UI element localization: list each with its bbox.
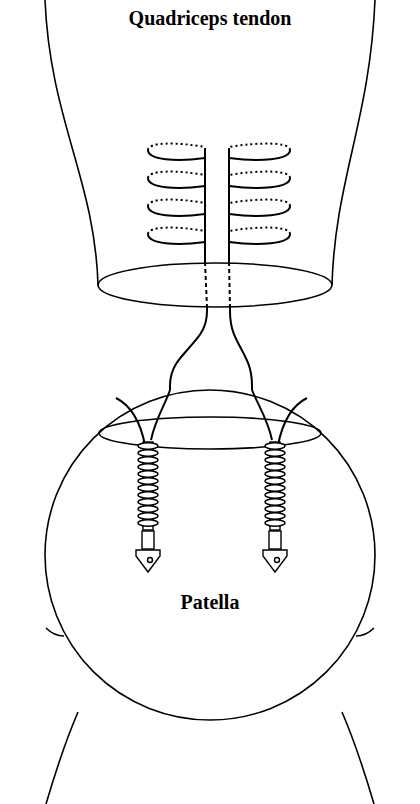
anchor-thread: [138, 506, 158, 512]
patella-upper-pole: [99, 417, 321, 449]
suture-hidden: [229, 262, 230, 307]
stitch-loop-hidden: [148, 200, 205, 206]
anchor-thread: [138, 520, 158, 526]
stitch-loop: [229, 206, 290, 216]
structure-label-text: Quadriceps tendon: [126, 7, 295, 29]
anchor-thread: [265, 513, 285, 519]
anchor-tip: [136, 550, 160, 572]
suture-anchor: [263, 442, 287, 572]
anchor-eyelet: [142, 531, 154, 549]
anchor-thread: [138, 443, 158, 449]
stitch-loop-hidden: [229, 172, 290, 178]
anchor-thread: [265, 492, 285, 498]
anchor-eyelet: [269, 531, 281, 549]
stitch-loop: [229, 150, 290, 160]
anchor-thread: [265, 450, 285, 456]
suture: [252, 390, 272, 440]
patellar-tendon-outline: [342, 712, 374, 804]
anchor-thread: [138, 471, 158, 477]
tendon-cut-end: [98, 263, 332, 307]
suture-strand: [170, 307, 207, 390]
stitch-loop: [148, 178, 205, 188]
anchor-thread: [138, 513, 158, 519]
anchor-thread: [265, 485, 285, 491]
stitch-loop-hidden: [148, 172, 205, 178]
patella-region: Patella: [45, 390, 375, 720]
patellar-tendon-outline: [46, 712, 78, 804]
anchor-hole: [148, 558, 153, 563]
tendon-outline: [332, 0, 375, 285]
structure-label: Patella: [45, 590, 375, 614]
stitch-loop-hidden: [148, 228, 205, 234]
stitch-loop: [148, 150, 205, 160]
stitch-loop: [229, 234, 290, 244]
suture-tail: [278, 398, 307, 445]
anchor-thread: [138, 485, 158, 491]
anchor-tip: [263, 550, 287, 572]
tissue-edge: [46, 628, 64, 636]
stitch-loop-hidden: [148, 144, 205, 150]
anchor-thread: [265, 478, 285, 484]
suture: [151, 390, 170, 440]
tissue-edge: [356, 628, 374, 636]
stitch-loop-hidden: [229, 200, 290, 206]
structure-label-text: Patella: [178, 591, 243, 613]
anchor-thread: [265, 457, 285, 463]
stitch-loop: [148, 206, 205, 216]
suture: [228, 148, 230, 262]
suture: [204, 148, 206, 262]
suture-tail: [116, 398, 145, 445]
anchor-thread: [138, 450, 158, 456]
anchor-thread: [138, 457, 158, 463]
structure-label: Quadriceps tendon: [40, 6, 380, 30]
anchor-hole: [275, 558, 280, 563]
anchor-thread: [138, 464, 158, 470]
anchor-thread: [265, 506, 285, 512]
patella-outline: [45, 390, 375, 720]
anchor-thread: [138, 492, 158, 498]
stitch-loop: [229, 178, 290, 188]
tendon-outline: [45, 0, 98, 285]
suture-strand: [230, 307, 252, 390]
stitch-loop: [148, 234, 205, 244]
anchor-thread: [265, 464, 285, 470]
anchor-thread: [265, 471, 285, 477]
anchor-thread: [265, 443, 285, 449]
anchor-thread: [138, 478, 158, 484]
anchor-thread: [265, 520, 285, 526]
stitch-loop-hidden: [229, 228, 290, 234]
suture-anchor: [136, 442, 160, 572]
suture-hidden: [205, 262, 207, 307]
stitch-loop-hidden: [229, 144, 290, 150]
anchor-thread: [138, 499, 158, 505]
anchor-thread: [265, 499, 285, 505]
tendon-region: Quadriceps tendon: [40, 0, 380, 307]
